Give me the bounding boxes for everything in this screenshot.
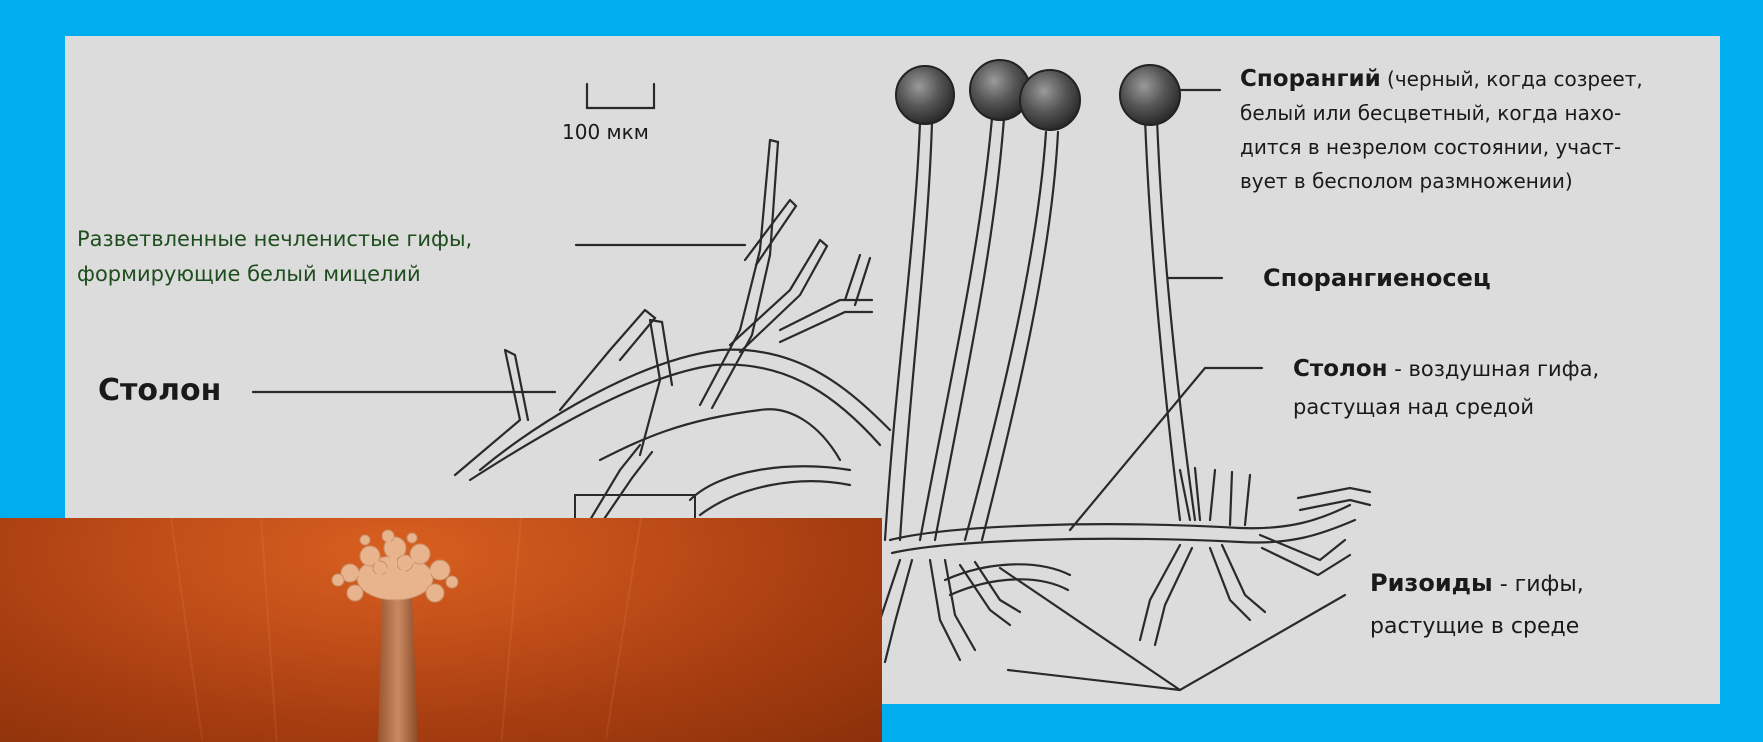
label-stolon-right: Столон - воздушная гифа, растущая над ср… xyxy=(1293,350,1599,426)
label-sporangium-line3: дится в незрелом состоянии, участ- xyxy=(1240,130,1643,164)
label-branched-hyphae-line2: формирующие белый мицелий xyxy=(77,257,472,292)
sporangium-4 xyxy=(1120,65,1180,125)
scale-bar-label: 100 мкм xyxy=(562,117,649,147)
label-sporangiophore: Спорангиеносец xyxy=(1263,260,1491,296)
label-branched-hyphae-line1: Разветвленные нечленистые гифы, xyxy=(77,222,472,257)
label-stolon-left: Столон xyxy=(98,368,221,413)
label-rhizoids-line2: растущие в среде xyxy=(1370,606,1584,648)
label-rhizoids: Ризоиды - гифы, растущие в среде xyxy=(1370,562,1584,648)
label-sporangium-title: Спорангий xyxy=(1240,66,1381,92)
label-sporangium: Спорангий (черный, когда созреет, белый … xyxy=(1240,62,1643,198)
sporangiophore-3d-image xyxy=(0,518,882,742)
label-sporangiophore-title: Спорангиеносец xyxy=(1263,264,1491,292)
label-stolon-right-line2: растущая над средой xyxy=(1293,388,1599,426)
label-rhizoids-title: Ризоиды xyxy=(1370,569,1493,597)
label-stolon-left-title: Столон xyxy=(98,373,221,408)
label-stolon-right-title: Столон xyxy=(1293,356,1388,382)
leader-rhizoids xyxy=(1000,568,1345,690)
label-sporangium-line1: (черный, когда созреет, xyxy=(1381,67,1643,91)
sporangium-1 xyxy=(896,66,954,124)
sporangiophore-model xyxy=(0,518,882,742)
label-sporangium-line4: вует в бесполом размножении) xyxy=(1240,164,1643,198)
sporangium-3 xyxy=(1020,70,1080,130)
label-sporangium-line2: белый или бесцветный, когда нахо- xyxy=(1240,96,1643,130)
label-rhizoids-rest: - гифы, xyxy=(1493,572,1584,597)
label-branched-hyphae: Разветвленные нечленистые гифы, формирую… xyxy=(77,222,472,292)
label-stolon-right-rest: - воздушная гифа, xyxy=(1388,357,1600,381)
scale-bar xyxy=(587,84,654,108)
